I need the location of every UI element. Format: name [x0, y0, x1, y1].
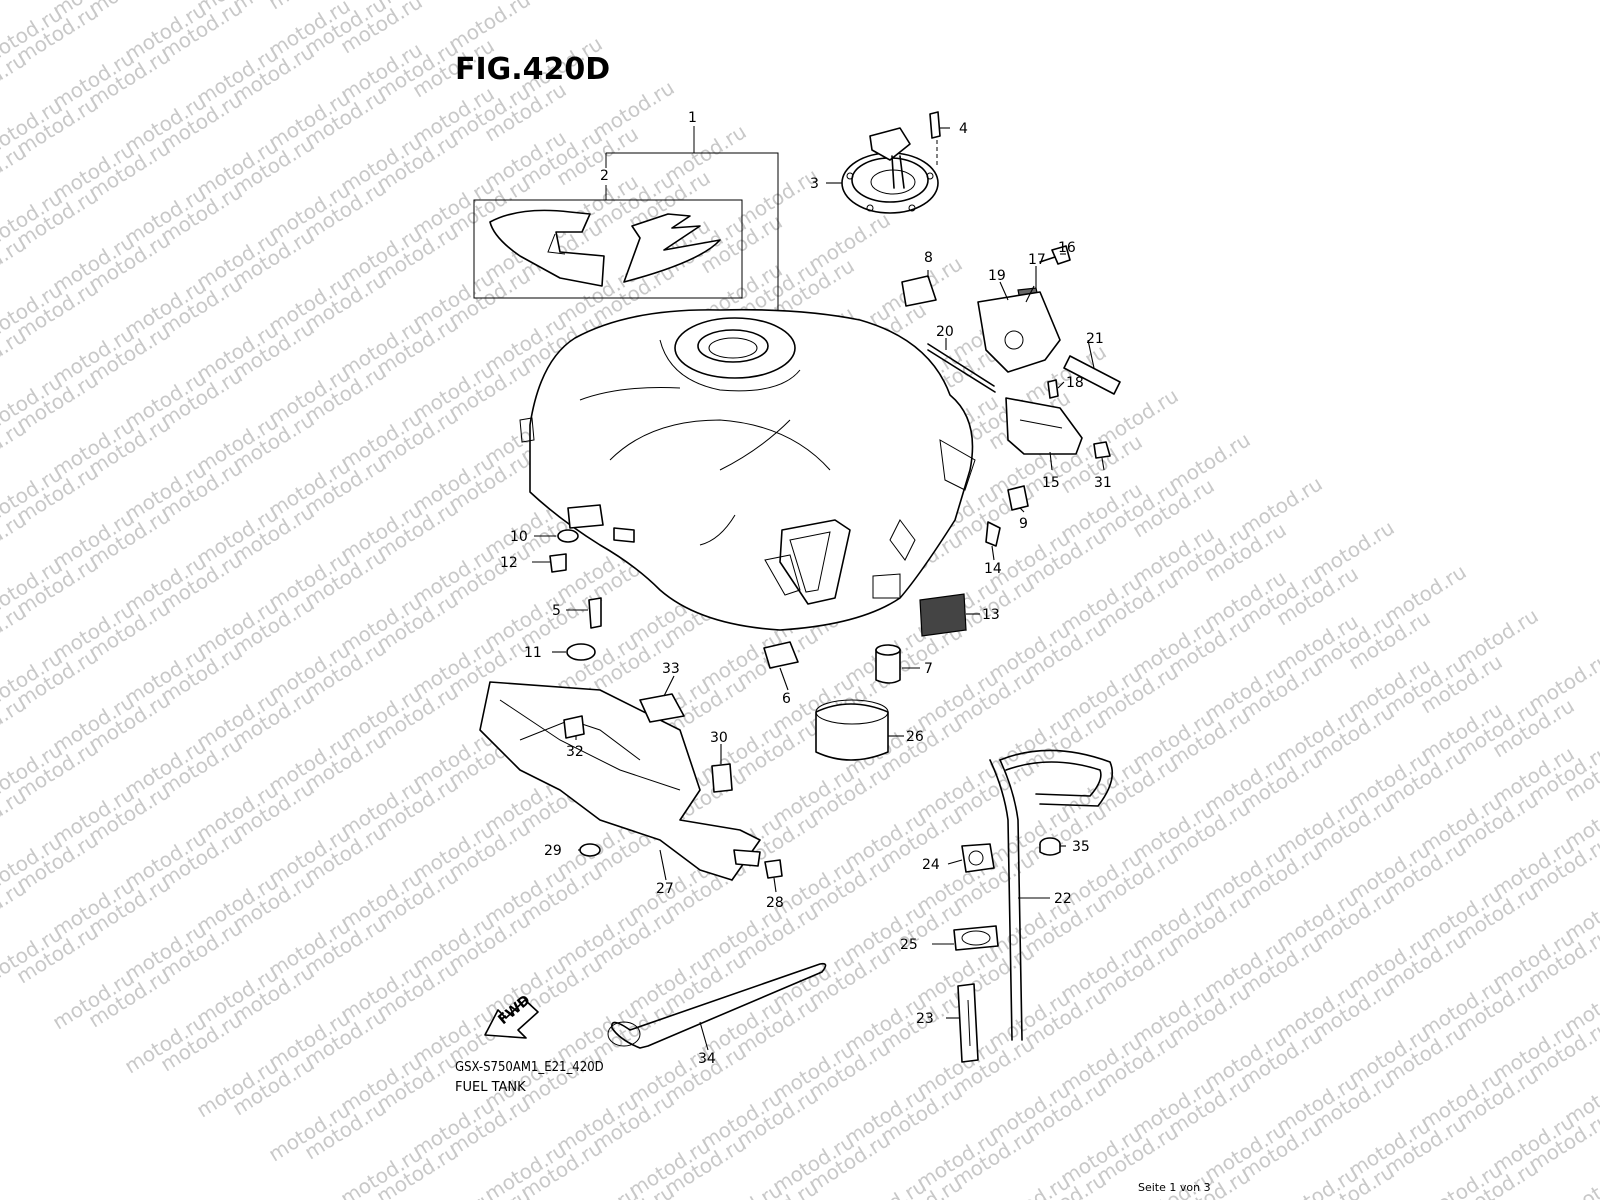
- callout-27: 27: [656, 881, 674, 897]
- callout-28: 28: [766, 895, 784, 911]
- fuel-cap-drawing: [841, 111, 941, 214]
- callout-25: 25: [900, 937, 918, 953]
- figure-description: FUEL TANK: [455, 1080, 526, 1095]
- callout-13: 13: [982, 607, 1000, 623]
- callout-17: 17: [1028, 252, 1046, 268]
- callout-10: 10: [510, 529, 528, 545]
- callout-8: 8: [924, 250, 933, 266]
- callout-22: 22: [1054, 891, 1072, 907]
- callout-5: 5: [552, 603, 561, 619]
- callout-4: 4: [959, 121, 968, 137]
- callout-1: 1: [688, 110, 697, 126]
- callout-20: 20: [936, 324, 954, 340]
- callout-3: 3: [810, 176, 819, 192]
- callout-24: 24: [922, 857, 940, 873]
- callout-9: 9: [1019, 516, 1028, 532]
- hose-and-clamps-drawing: [953, 749, 1114, 1063]
- rear-mount-bracket-drawing: [901, 245, 1121, 637]
- callout-15: 15: [1042, 475, 1060, 491]
- callout-26: 26: [906, 729, 924, 745]
- model-code: GSX-S750AM1_E21_420D: [455, 1060, 604, 1075]
- callout-18: 18: [1066, 375, 1084, 391]
- callout-29: 29: [544, 843, 562, 859]
- callout-30: 30: [710, 730, 728, 746]
- callout-21: 21: [1086, 331, 1104, 347]
- callout-19: 19: [988, 268, 1006, 284]
- cushions-and-band-drawing: [763, 641, 901, 761]
- callout-32: 32: [566, 744, 584, 760]
- page-number: Seite 1 von 3: [1138, 1181, 1211, 1194]
- callout-35: 35: [1072, 839, 1090, 855]
- callout-11: 11: [524, 645, 542, 661]
- callout-6: 6: [782, 691, 791, 707]
- callout-23: 23: [916, 1011, 934, 1027]
- callout-31: 31: [1094, 475, 1112, 491]
- callout-16: 16: [1058, 240, 1076, 256]
- callout-2: 2: [600, 168, 609, 184]
- front-fastener-drawing: [549, 529, 602, 661]
- front-cover-drawing: [479, 681, 783, 881]
- callout-leaders: [532, 127, 1105, 1051]
- decal-set-drawing: [473, 126, 779, 313]
- callout-labels: 1 2 3 4 5 6 7 8 9 10 11 12 13 14 15 16 1…: [500, 110, 1112, 1067]
- callout-14: 14: [984, 561, 1002, 577]
- drain-rod-drawing: [607, 962, 827, 1049]
- callout-7: 7: [924, 661, 933, 677]
- figure-title: FIG.420D: [455, 52, 611, 87]
- fwd-arrow: FWD: [484, 992, 539, 1039]
- fuel-tank-drawing: [519, 308, 976, 631]
- callout-34: 34: [698, 1051, 716, 1067]
- callout-33: 33: [662, 661, 680, 677]
- callout-12: 12: [500, 555, 518, 571]
